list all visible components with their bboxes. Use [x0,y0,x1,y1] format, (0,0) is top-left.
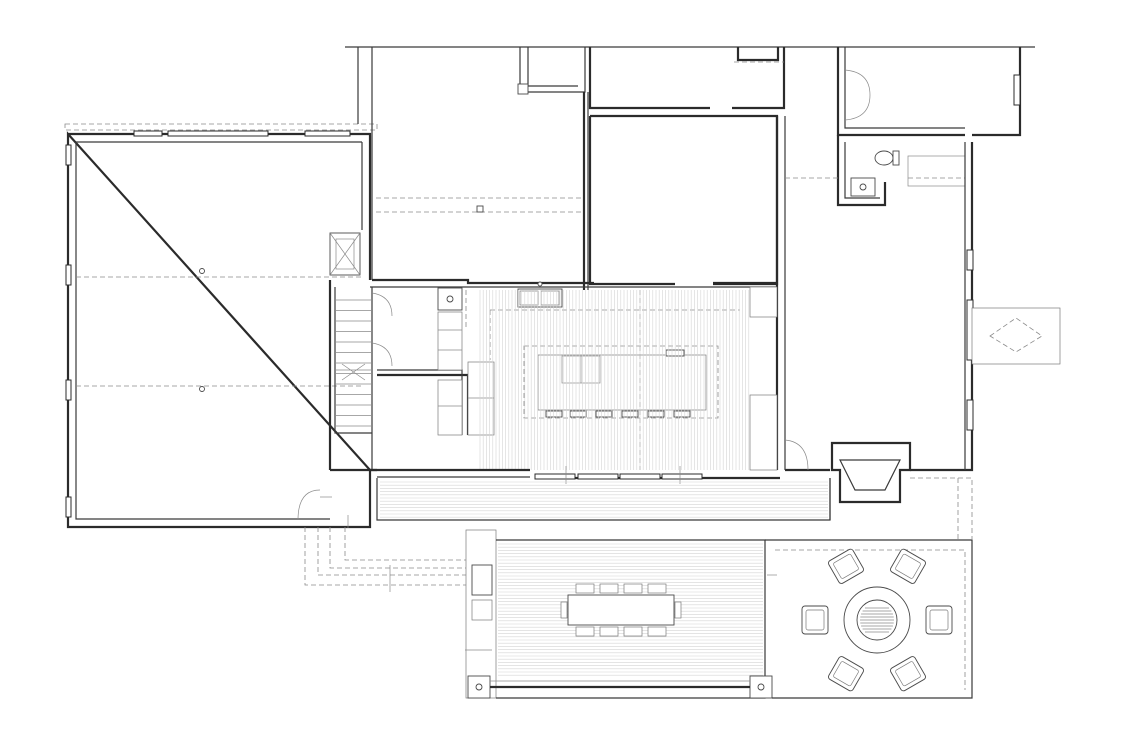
dining-chair [560,601,568,619]
lounge-chair [801,605,829,635]
entry-porch [304,478,831,592]
upper-rooms [345,46,1035,290]
patio [765,477,973,699]
bathroom [836,135,966,207]
dining-chair [623,626,643,637]
lounge-chair [925,605,953,635]
island-stool [673,410,691,418]
garage [64,123,378,529]
dining-deck [465,529,777,699]
dining-chair [599,583,619,594]
dining-chair [575,583,595,594]
island-stool [569,410,587,418]
island-stool [545,410,563,418]
island-stool [595,410,613,418]
dining-chair [599,626,619,637]
lounge-chair [890,656,926,692]
dining-chair [623,583,643,594]
south-wall [370,466,780,484]
lounge-chair [828,548,864,584]
dining-chair [674,601,682,619]
dining-chair [575,626,595,637]
lounge-chair [828,656,864,692]
island-stool [621,410,639,418]
living-room [775,116,1061,504]
dining-chair [647,583,667,594]
stair [297,280,393,521]
lounge-chair [890,548,926,584]
kitchen [370,278,778,471]
dining-chair [647,626,667,637]
